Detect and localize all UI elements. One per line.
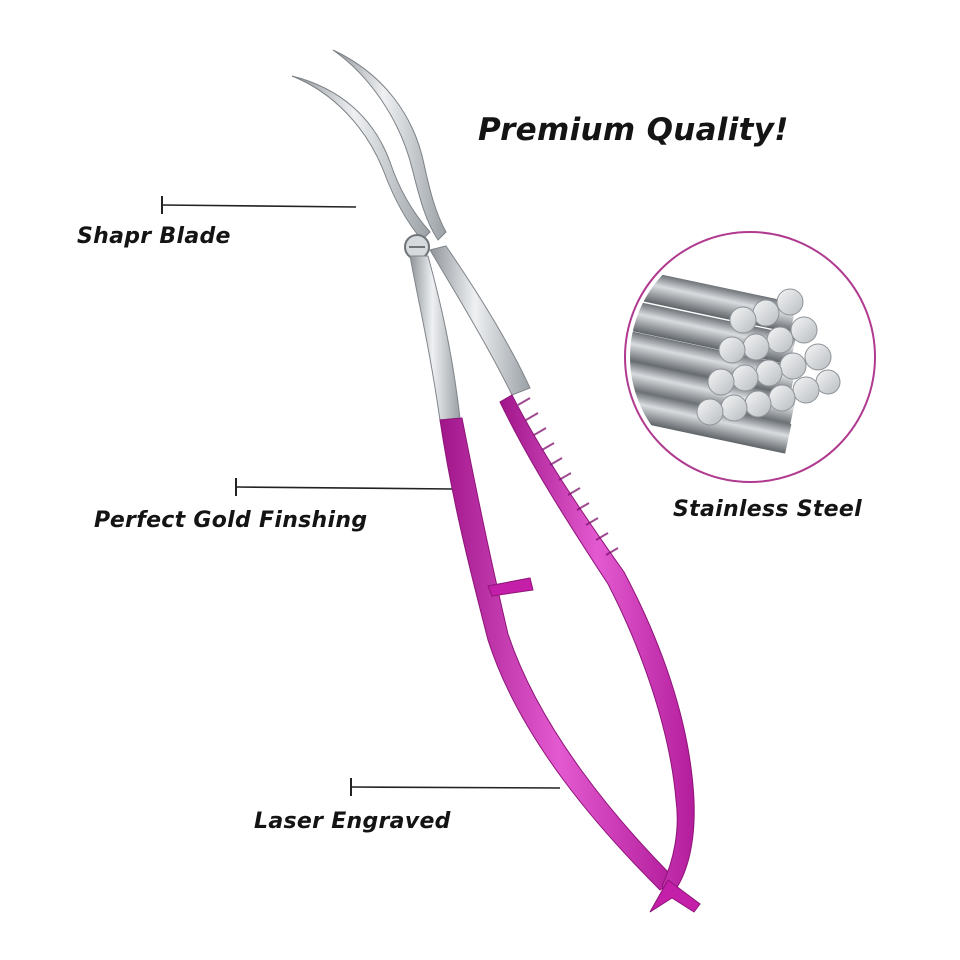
callout-line-blade xyxy=(161,196,357,214)
steel-rods-badge xyxy=(624,231,876,483)
callout-line-finish xyxy=(235,478,453,496)
callout-material: Stainless Steel xyxy=(673,497,862,522)
callout-engraving: Laser Engraved xyxy=(254,809,451,834)
scissors xyxy=(291,49,701,913)
headline: Premium Quality! xyxy=(478,112,789,148)
callout-finish: Perfect Gold Finshing xyxy=(94,508,368,533)
callout-line-engraved xyxy=(350,778,561,796)
callout-blade: Shapr Blade xyxy=(77,224,231,249)
